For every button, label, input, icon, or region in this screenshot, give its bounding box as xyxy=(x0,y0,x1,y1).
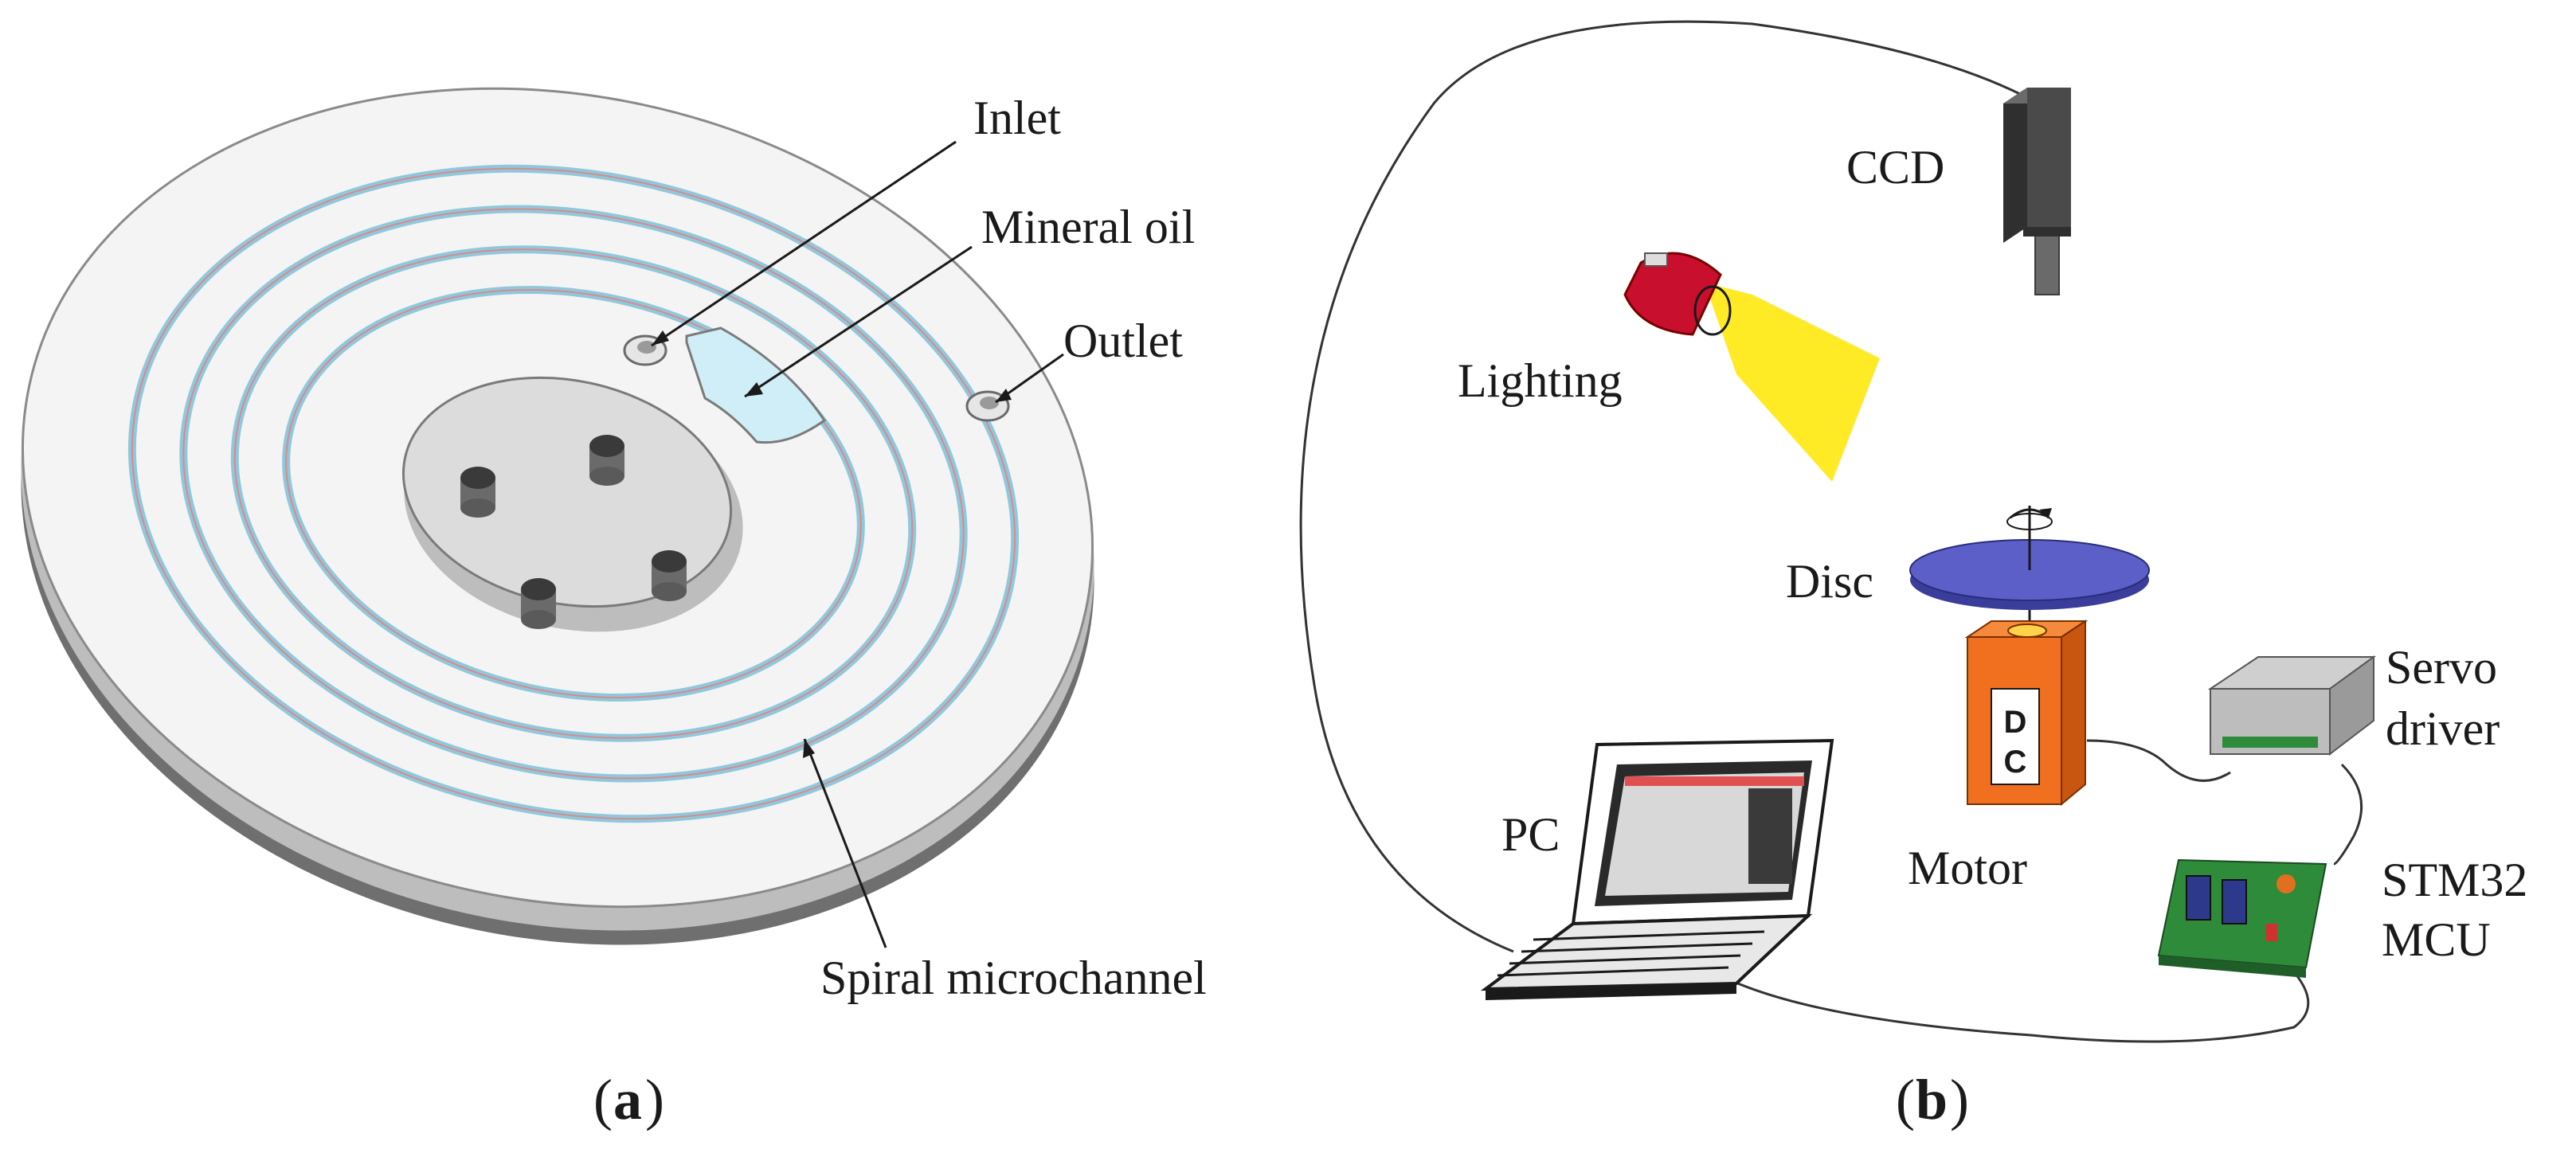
outlet-arrowhead xyxy=(996,389,1012,402)
mounting-holes xyxy=(460,435,687,629)
mineral-oil-label: Mineral oil xyxy=(981,201,1195,253)
mineral-oil-leader xyxy=(744,245,973,398)
motor-letter-c: C xyxy=(2004,745,2027,780)
svg-text:(: ( xyxy=(593,1068,613,1132)
servo-driver-label-line2: driver xyxy=(2386,702,2500,755)
servo-driver-label-line1: Servo xyxy=(2386,641,2497,694)
caption-b: ( b ) xyxy=(1896,1068,1969,1132)
mount-hole xyxy=(521,578,556,629)
svg-text:): ) xyxy=(1950,1068,1969,1132)
ccd-camera xyxy=(2003,88,2071,295)
channel-ring-2-edge xyxy=(182,208,965,780)
mount-hole xyxy=(652,550,687,601)
spiral-microchannel-leader xyxy=(803,738,887,948)
svg-text:): ) xyxy=(645,1068,664,1132)
pc-laptop xyxy=(1480,738,1834,1000)
caption-b-letter: b xyxy=(1916,1068,1948,1132)
svg-text:(: ( xyxy=(1896,1068,1915,1132)
disc-platter xyxy=(1909,506,2150,610)
lighting-lamp xyxy=(1623,252,1880,482)
motor-label: Motor xyxy=(1908,842,2027,894)
microfluidic-disc xyxy=(21,87,1094,945)
ccd-label: CCD xyxy=(1846,141,1944,194)
stm32-mcu-board xyxy=(2157,858,2327,978)
panel-b: CCD Lighting Disc D C xyxy=(1299,20,2527,1132)
light-beam xyxy=(1705,283,1880,482)
channel-ring-inner-edge xyxy=(285,288,862,699)
spiral-microchannel-label: Spiral microchannel xyxy=(820,952,1207,1004)
caption-a: ( a ) xyxy=(593,1068,664,1132)
mount-hole xyxy=(589,435,624,486)
disc-label: Disc xyxy=(1786,555,1873,608)
mcu-to-pc-cable xyxy=(1712,962,2310,1043)
mcu-label-line1: STM32 xyxy=(2382,854,2527,906)
outlet-port xyxy=(965,390,1010,422)
panel-a: Inlet Mineral oil Outlet Spiral microcha… xyxy=(21,87,1207,1132)
spiral-microchannel xyxy=(127,164,1020,823)
mount-hole xyxy=(460,467,495,518)
channel-ring-outer-edge xyxy=(131,167,1016,820)
pc-label: PC xyxy=(1501,808,1560,861)
servo-driver xyxy=(2207,655,2377,756)
inlet-leader xyxy=(651,140,957,347)
lighting-label: Lighting xyxy=(1458,354,1623,407)
inlet-arrowhead xyxy=(652,330,669,346)
ccd-to-pc-cable xyxy=(1299,20,2024,953)
outlet-label: Outlet xyxy=(1063,315,1183,367)
caption-a-letter: a xyxy=(613,1068,642,1132)
laptop-keyboard xyxy=(1480,913,1813,991)
mcu-label-line2: MCU xyxy=(2382,913,2491,966)
inlet-label: Inlet xyxy=(973,92,1061,144)
motor-to-servo-cable xyxy=(2086,739,2231,782)
servo-to-mcu-cable xyxy=(2333,763,2363,866)
channel-ring-3-edge xyxy=(233,248,914,739)
motor-letter-d: D xyxy=(2004,705,2027,740)
dc-motor xyxy=(1964,610,2089,807)
mineral-oil-arrowhead xyxy=(745,382,763,397)
spiral-microchannel-arrowhead xyxy=(803,739,815,758)
arrowheads-a xyxy=(652,330,1012,758)
